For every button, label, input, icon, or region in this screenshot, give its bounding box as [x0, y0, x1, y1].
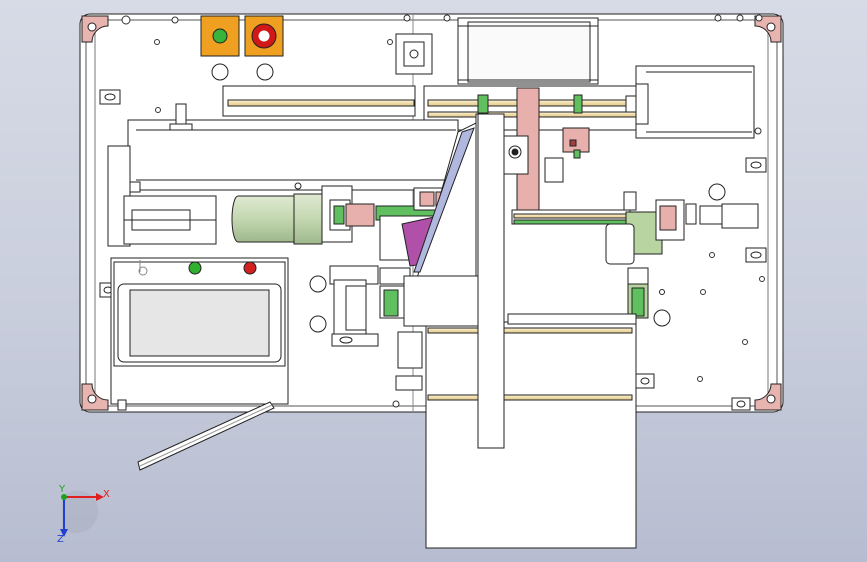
- drive-motor: [231, 182, 375, 245]
- start-button-housing[interactable]: [200, 15, 240, 57]
- right-motor-block: [635, 65, 755, 139]
- lower-conveyor: [403, 113, 637, 549]
- control-panel-top: [200, 15, 284, 81]
- hmi-panel: [110, 257, 289, 411]
- right-horizontal-rail: [511, 209, 631, 225]
- corner-pads: [81, 15, 782, 411]
- left-housing: [107, 103, 459, 247]
- triad-x-label: X: [103, 489, 110, 500]
- start-button-cap: [212, 28, 228, 44]
- cable: [137, 401, 275, 471]
- hmi-stop-button[interactable]: [243, 261, 257, 275]
- top-right-housing: [457, 17, 599, 85]
- axis-triad: X Y Z: [57, 484, 110, 545]
- top-center-bracket: [395, 33, 433, 75]
- right-gripper: [605, 183, 759, 327]
- pink-slide-assembly: [499, 87, 590, 225]
- triad-y-label: Y: [58, 484, 66, 495]
- hmi-start-button[interactable]: [188, 261, 202, 275]
- triad-z-label: Z: [57, 534, 64, 545]
